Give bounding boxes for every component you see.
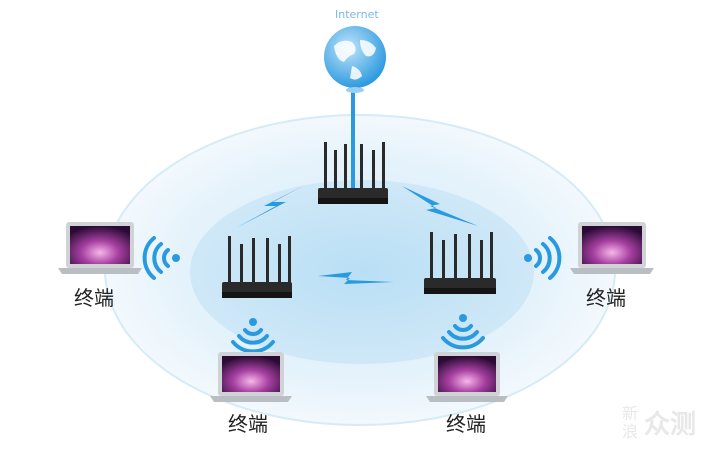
- lightning-icon-top-right: [402, 186, 478, 226]
- globe-icon: [324, 26, 386, 93]
- terminal-label-left: 终端: [74, 286, 114, 310]
- router-icon-top: [318, 142, 388, 204]
- wifi-icon-right: [524, 236, 562, 280]
- terminal-label-bottom-right: 终端: [446, 412, 486, 436]
- laptop-icon-bottom-right: [426, 352, 508, 402]
- laptop-icon-left: [58, 222, 142, 274]
- watermark-big: 众测: [644, 410, 697, 440]
- watermark: 新浪众测: [622, 404, 696, 441]
- internet-label: Internet: [335, 8, 379, 21]
- lightning-icon-middle: [318, 272, 394, 284]
- wifi-icon-bottom-left: [231, 318, 275, 354]
- laptop-icon-right: [570, 222, 654, 274]
- watermark-small: 新浪: [622, 403, 639, 441]
- terminal-label-right: 终端: [586, 286, 626, 310]
- uplink-line: [351, 78, 355, 190]
- router-icon-left: [222, 236, 292, 298]
- wifi-icon-left: [142, 236, 180, 280]
- wifi-icon-bottom-right: [441, 314, 485, 350]
- router-icon-right: [424, 232, 496, 294]
- coverage-halo-inner: [190, 180, 534, 364]
- terminal-label-bottom-left: 终端: [228, 412, 268, 436]
- laptop-icon-bottom-left: [210, 352, 292, 402]
